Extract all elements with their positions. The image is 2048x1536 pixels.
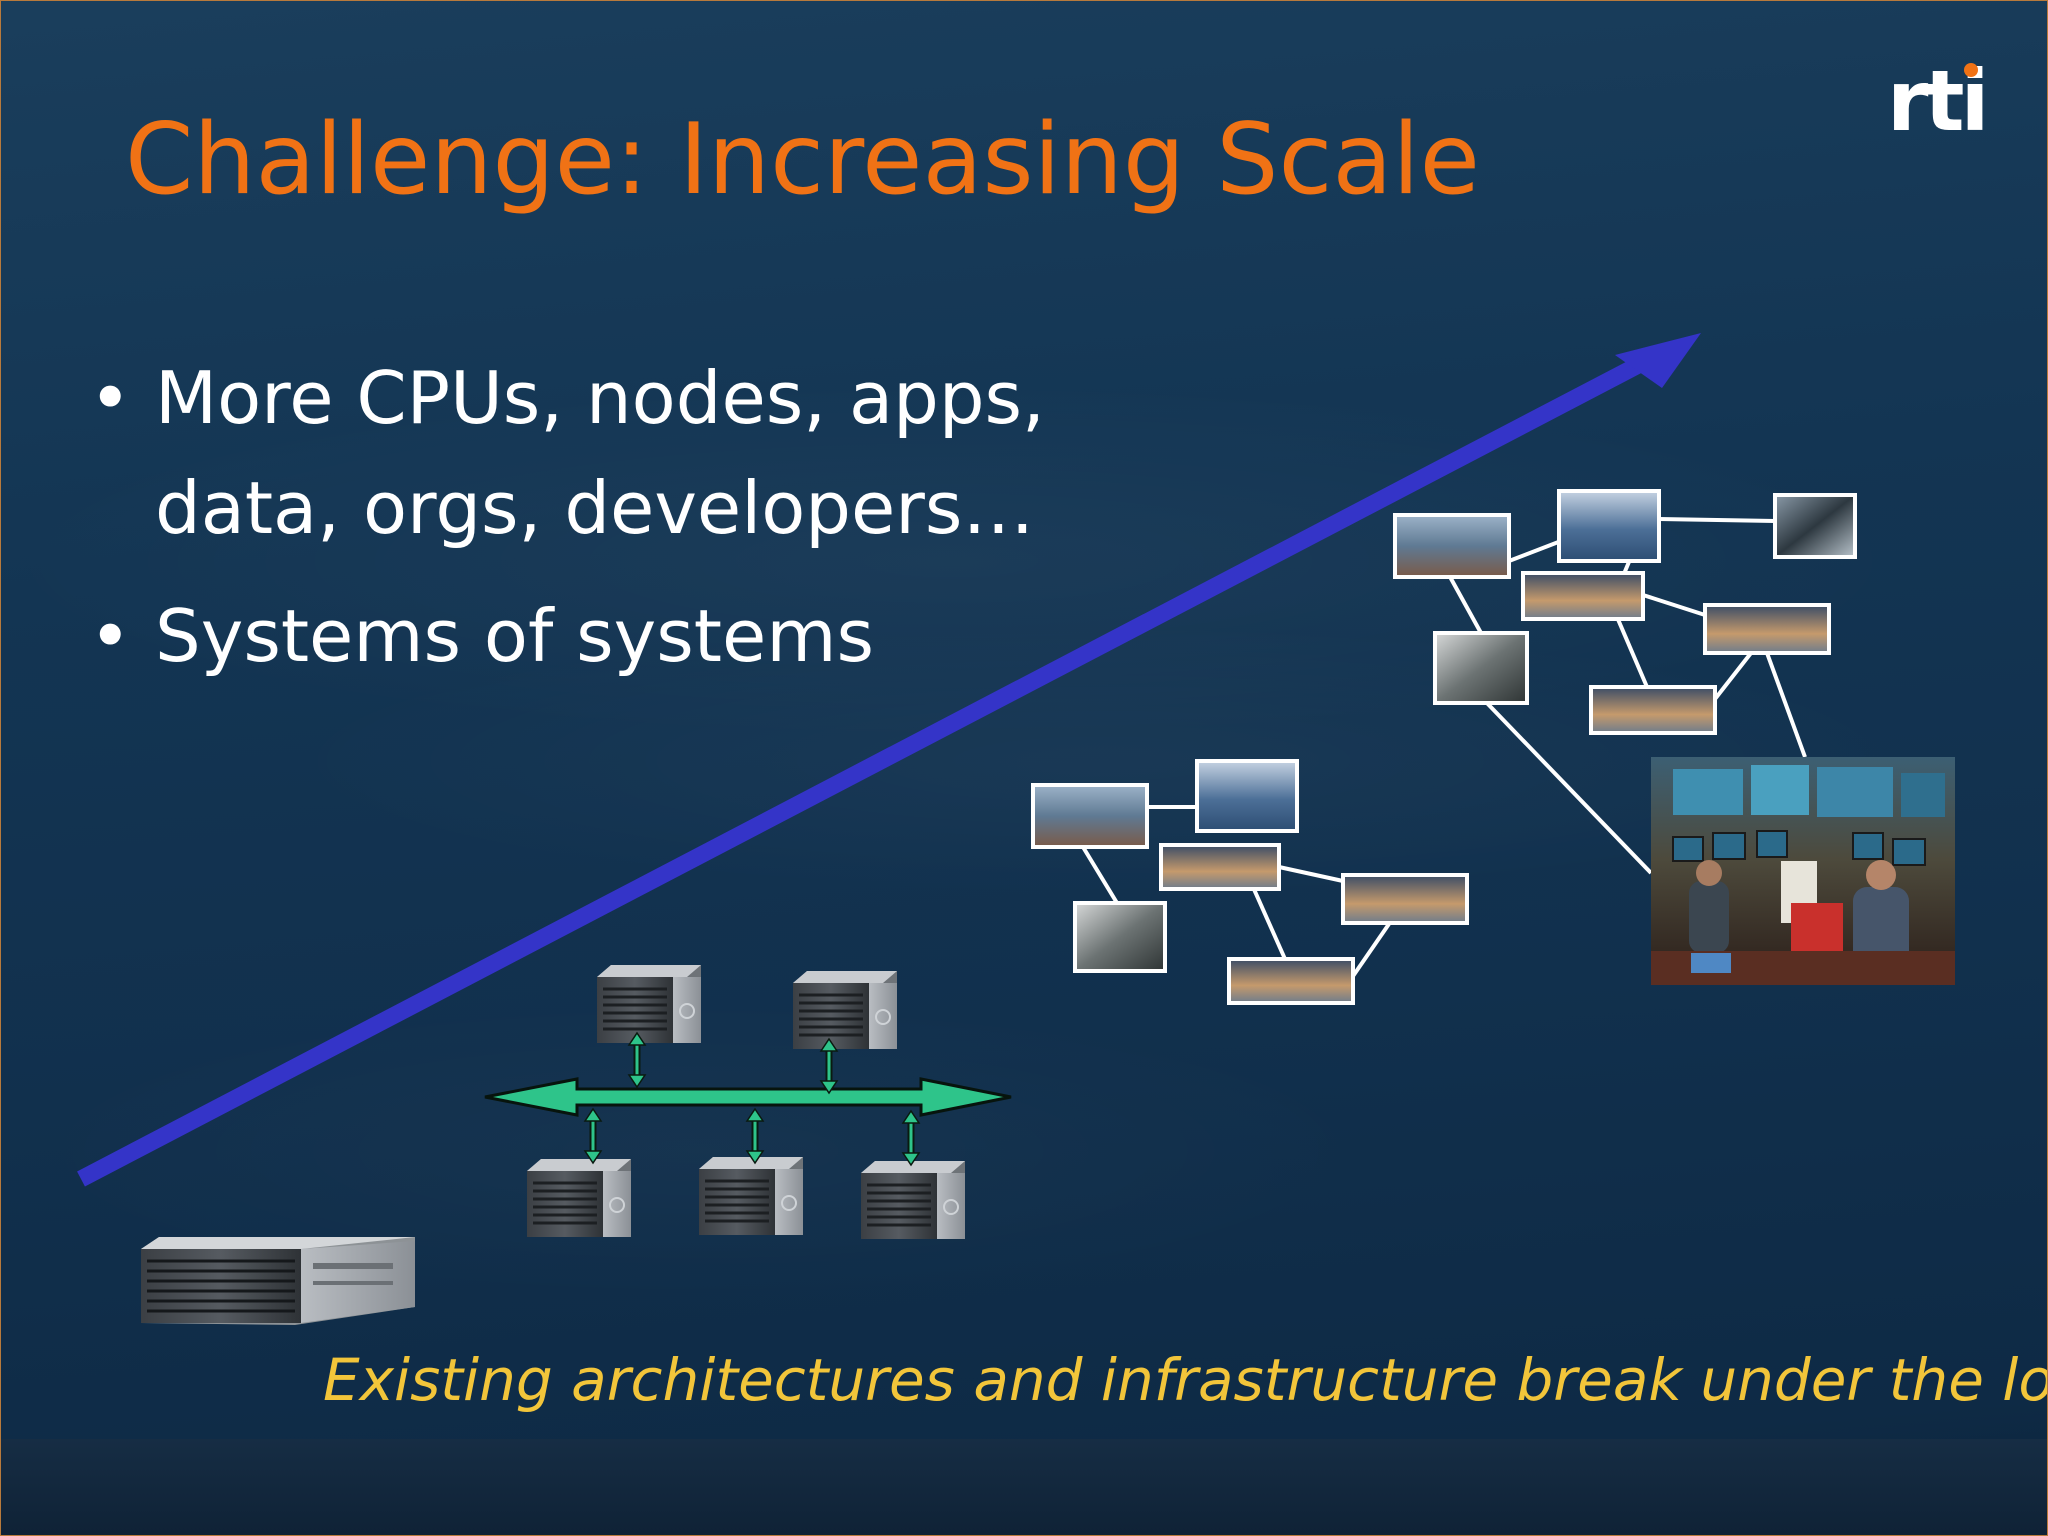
bullet-item: • More CPUs, nodes, apps, data, orgs, de… — [87, 343, 1187, 563]
bullet-text: More CPUs, nodes, apps, — [155, 356, 1045, 440]
photo-thumbnail-icon — [1773, 493, 1857, 559]
slide-title: Challenge: Increasing Scale — [125, 103, 1480, 217]
bullet-item: • Systems of systems — [87, 581, 1187, 691]
server-node-icon — [791, 969, 899, 1051]
photo-thumbnail-icon — [1703, 603, 1831, 655]
bullet-text: data, orgs, developers… — [155, 466, 1035, 550]
bus-arrow-icon — [484, 1077, 1012, 1117]
connector-arrow-icon — [629, 1033, 645, 1087]
photo-thumbnail-icon — [1393, 513, 1511, 579]
connector-arrow-icon — [903, 1111, 919, 1165]
network-links — [1447, 517, 1807, 875]
photo-thumbnail-icon — [1159, 843, 1281, 891]
photo-thumbnail-icon — [1073, 901, 1167, 973]
photo-thumbnail-icon — [1195, 759, 1299, 833]
bottom-band — [1, 1439, 2047, 1535]
growth-arrow-icon — [77, 333, 1701, 1187]
server-node-icon — [697, 1155, 805, 1237]
photo-thumbnail-icon — [1227, 957, 1355, 1005]
server-node-icon — [525, 1157, 633, 1239]
bullet-dot-icon: • — [89, 594, 132, 678]
control-room-photo — [1651, 757, 1955, 985]
photo-thumbnail-icon — [1031, 783, 1149, 849]
rti-logo-dot-icon — [1964, 63, 1978, 77]
connector-arrow-icon — [585, 1109, 601, 1163]
photo-thumbnail-icon — [1341, 873, 1469, 925]
photo-thumbnail-icon — [1433, 631, 1529, 705]
connector-arrow-icon — [821, 1039, 837, 1093]
server-rack-icon — [141, 1237, 415, 1325]
bullet-dot-icon: • — [89, 356, 132, 440]
photo-thumbnail-icon — [1557, 489, 1661, 563]
server-node-icon — [595, 963, 703, 1045]
bullet-text: Systems of systems — [155, 594, 874, 678]
server-node-icon — [859, 1159, 967, 1241]
network-links — [1081, 805, 1393, 981]
bullet-list: • More CPUs, nodes, apps, data, orgs, de… — [87, 343, 1187, 709]
connector-arrow-icon — [747, 1109, 763, 1163]
photo-thumbnail-icon — [1521, 571, 1645, 621]
caption: Existing architectures and infrastructur… — [323, 1346, 2048, 1414]
photo-thumbnail-icon — [1589, 685, 1717, 735]
